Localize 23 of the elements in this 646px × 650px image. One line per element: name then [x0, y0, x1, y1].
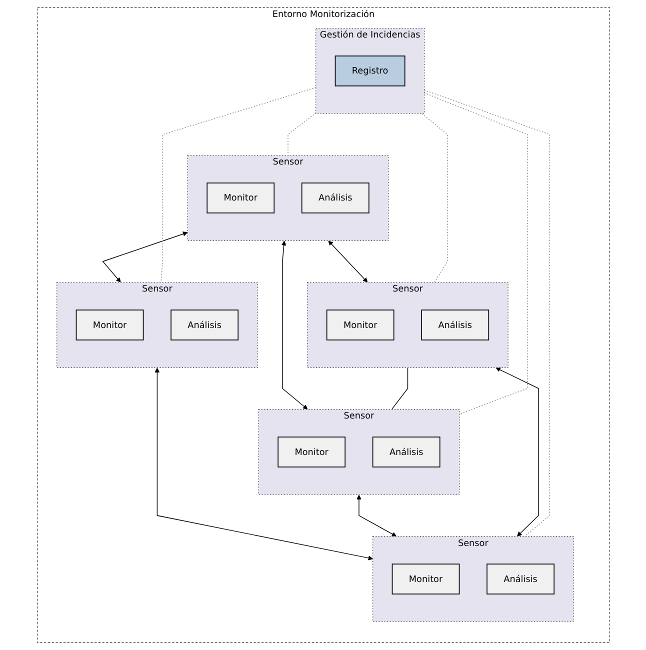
- node-box: Análisis: [486, 564, 554, 594]
- node-box: Monitor: [326, 310, 394, 340]
- node-box: Análisis: [372, 436, 440, 468]
- arrow: [154, 368, 373, 560]
- node-box: Análisis: [170, 310, 238, 340]
- arrow: [328, 240, 368, 282]
- arrow: [280, 240, 308, 410]
- node-box: Análisis: [300, 182, 369, 214]
- connector: [390, 367, 408, 410]
- connector: [423, 90, 550, 537]
- connector: [287, 112, 316, 156]
- node-box: Monitor: [277, 436, 345, 468]
- arrow: [102, 232, 188, 282]
- arrow: [356, 494, 396, 537]
- node-box: Registro: [334, 56, 405, 86]
- arrow: [495, 368, 538, 537]
- connector: [421, 113, 448, 283]
- connector: [423, 92, 528, 415]
- connector: [160, 87, 316, 283]
- node-box: Monitor: [75, 310, 144, 340]
- node-box: Monitor: [206, 182, 274, 214]
- node-box: Análisis: [420, 310, 489, 340]
- node-box: Monitor: [391, 564, 460, 594]
